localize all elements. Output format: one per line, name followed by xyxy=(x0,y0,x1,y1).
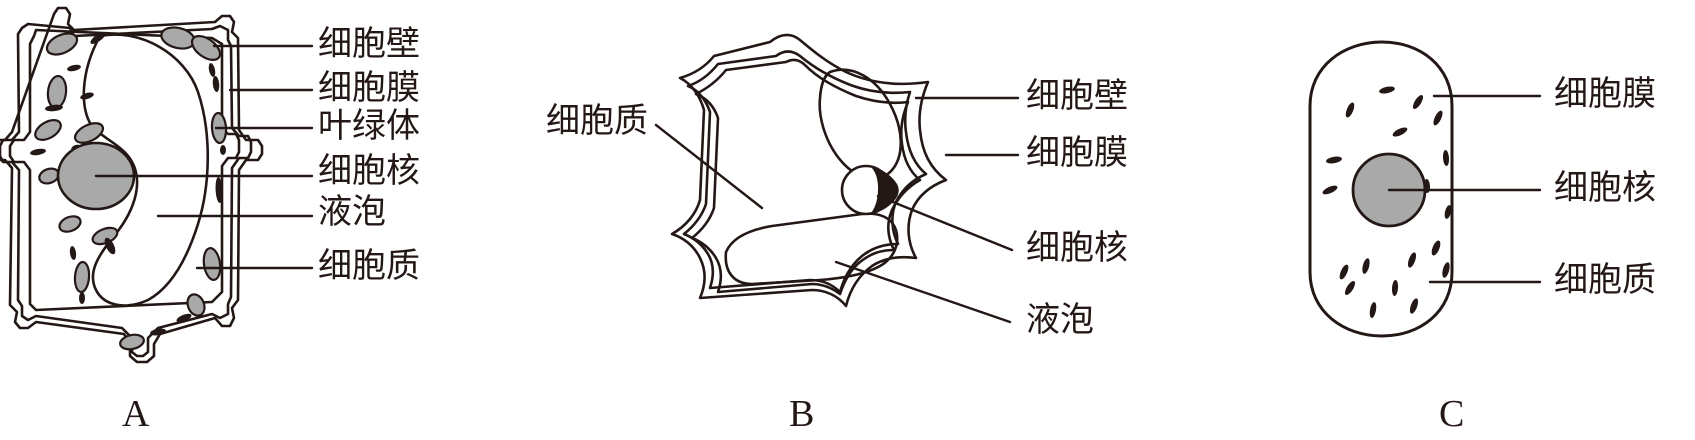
label-a-cell-membrane: 细胞膜 xyxy=(318,70,420,107)
panel-letter-b: B xyxy=(789,393,815,435)
label-a-chloroplast: 叶绿体 xyxy=(318,108,420,145)
label-a-vacuole: 液泡 xyxy=(318,194,386,231)
cell-a-wall-outer xyxy=(0,6,264,364)
label-b-nucleus: 细胞核 xyxy=(1026,230,1128,267)
label-b-vacuole: 液泡 xyxy=(1026,302,1094,339)
label-c-cytoplasm: 细胞质 xyxy=(1554,262,1656,299)
label-c-cell-membrane: 细胞膜 xyxy=(1554,76,1656,113)
cell-b-vacuole-lower xyxy=(724,212,899,286)
cell-c-granules xyxy=(1322,86,1452,318)
cell-a-vacuole xyxy=(82,33,210,307)
cell-a-leader-lines xyxy=(94,44,314,270)
label-a-cytoplasm: 细胞质 xyxy=(318,248,420,285)
cell-c-leader-lines xyxy=(1387,94,1542,284)
cell-a-granules xyxy=(30,32,226,336)
cell-c-membrane xyxy=(1308,40,1454,338)
label-b-cell-wall: 细胞壁 xyxy=(1026,78,1128,115)
cell-b-group xyxy=(654,33,1020,324)
label-a-cell-wall: 细胞壁 xyxy=(318,26,420,63)
leader-vacuole xyxy=(834,260,1012,324)
cell-b-membrane xyxy=(690,58,922,296)
label-c-nucleus: 细胞核 xyxy=(1554,170,1656,207)
panel-letter-a: A xyxy=(122,393,150,435)
cell-a-chloroplasts xyxy=(34,26,228,351)
label-b-cytoplasm: 细胞质 xyxy=(546,103,648,140)
panel-letter-c: C xyxy=(1439,393,1465,435)
label-b-cell-membrane: 细胞膜 xyxy=(1026,135,1128,172)
cell-c-group xyxy=(1308,40,1542,338)
cell-a-group xyxy=(0,6,314,364)
leader-cytoplasm xyxy=(654,123,764,210)
cell-a-wall-inner xyxy=(0,22,253,358)
label-a-nucleus: 细胞核 xyxy=(318,153,420,190)
leader-nucleus xyxy=(876,194,1014,252)
cell-b-leader-lines xyxy=(654,96,1020,324)
